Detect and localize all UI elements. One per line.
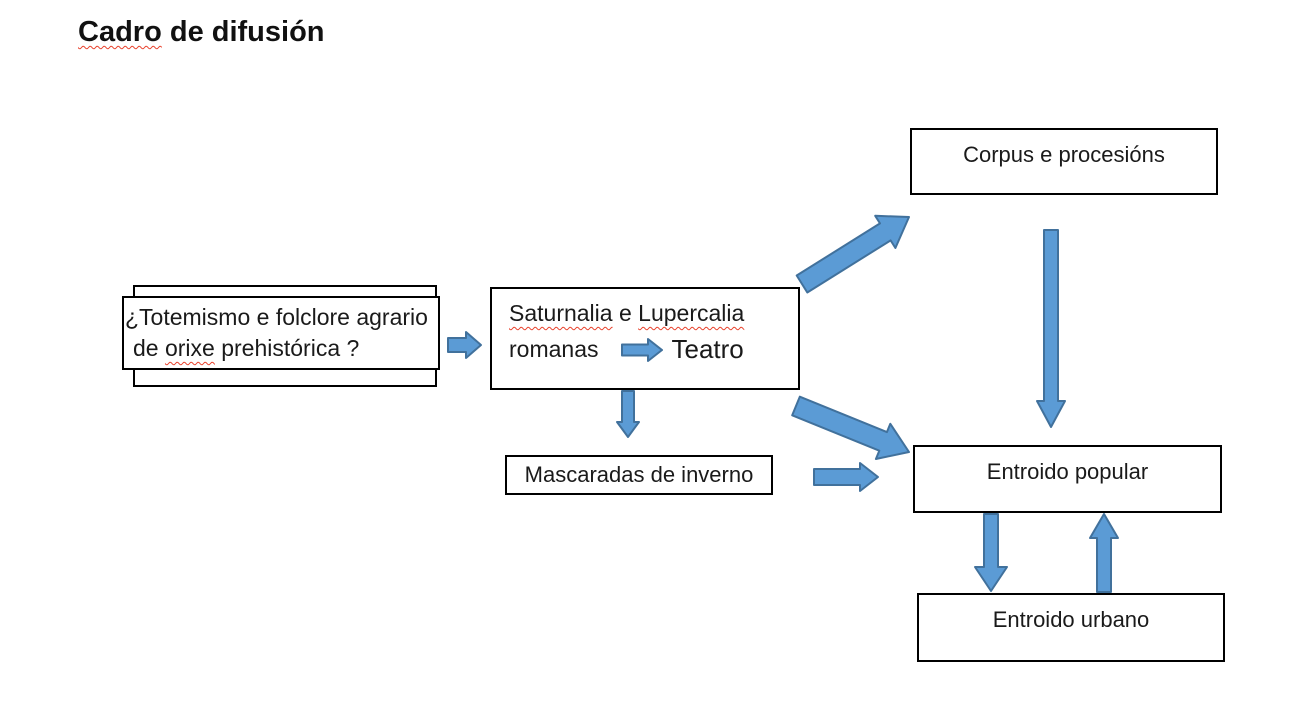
teatro-label: Teatro — [671, 334, 744, 364]
arrow-saturnalia-to-mascaradas — [616, 390, 640, 438]
arrow-saturnalia-to-corpus — [795, 214, 910, 294]
saturnalia-line1-mid: e — [612, 300, 639, 326]
node-totemismo: ¿Totemismo e folclore agrario de orixe p… — [122, 296, 440, 370]
arrow-entroido-urbano-to-popular — [1089, 513, 1119, 593]
totemismo-line2-post: prehistórica ? — [214, 335, 360, 361]
saturnalia-line1: Saturnalia e Lupercalia — [509, 298, 798, 328]
node-mascaradas: Mascaradas de inverno — [505, 455, 773, 495]
corpus-label: Corpus e procesións — [963, 142, 1165, 167]
entroido-urbano-label: Entroido urbano — [992, 607, 1150, 632]
entroido-popular-label: Entroido popular — [986, 459, 1149, 484]
node-entroido-urbano: Entroido urbano — [917, 593, 1225, 662]
saturnalia-line2: romanas Teatro — [509, 334, 798, 364]
arrow-mascaradas-to-entroido-popular — [813, 462, 879, 492]
arrow-corpus-to-entroido-popular — [1036, 229, 1066, 428]
saturnalia-romanas-label: romanas — [509, 336, 599, 362]
arrow-saturnalia-to-entroido-popular — [791, 395, 910, 460]
totemismo-line1: ¿Totemismo e folclore agrario — [125, 304, 428, 330]
saturnalia-misspelled-word-2: Lupercalia — [638, 300, 745, 326]
node-entroido-popular: Entroido popular — [913, 445, 1222, 513]
title-rest: de difusión — [161, 16, 325, 48]
totemismo-line2: de orixe prehistórica ? — [125, 333, 438, 364]
totemismo-misspelled-word: orixe — [164, 335, 215, 361]
totemismo-line2-pre: de — [133, 335, 165, 361]
title-misspelled-word: Cadro — [78, 16, 162, 48]
saturnalia-misspelled-word-1: Saturnalia — [509, 300, 613, 326]
mascaradas-label: Mascaradas de inverno — [524, 462, 754, 487]
node-corpus: Corpus e procesións — [910, 128, 1218, 195]
arrow-entroido-popular-to-urbano — [974, 513, 1008, 592]
arrow-romanas-to-teatro-icon — [621, 338, 664, 362]
node-saturnalia: Saturnalia e Lupercalia romanas Teatro — [490, 287, 800, 390]
arrow-totemismo-to-saturnalia — [447, 331, 482, 359]
page-title: Cadro de difusión — [78, 16, 325, 49]
